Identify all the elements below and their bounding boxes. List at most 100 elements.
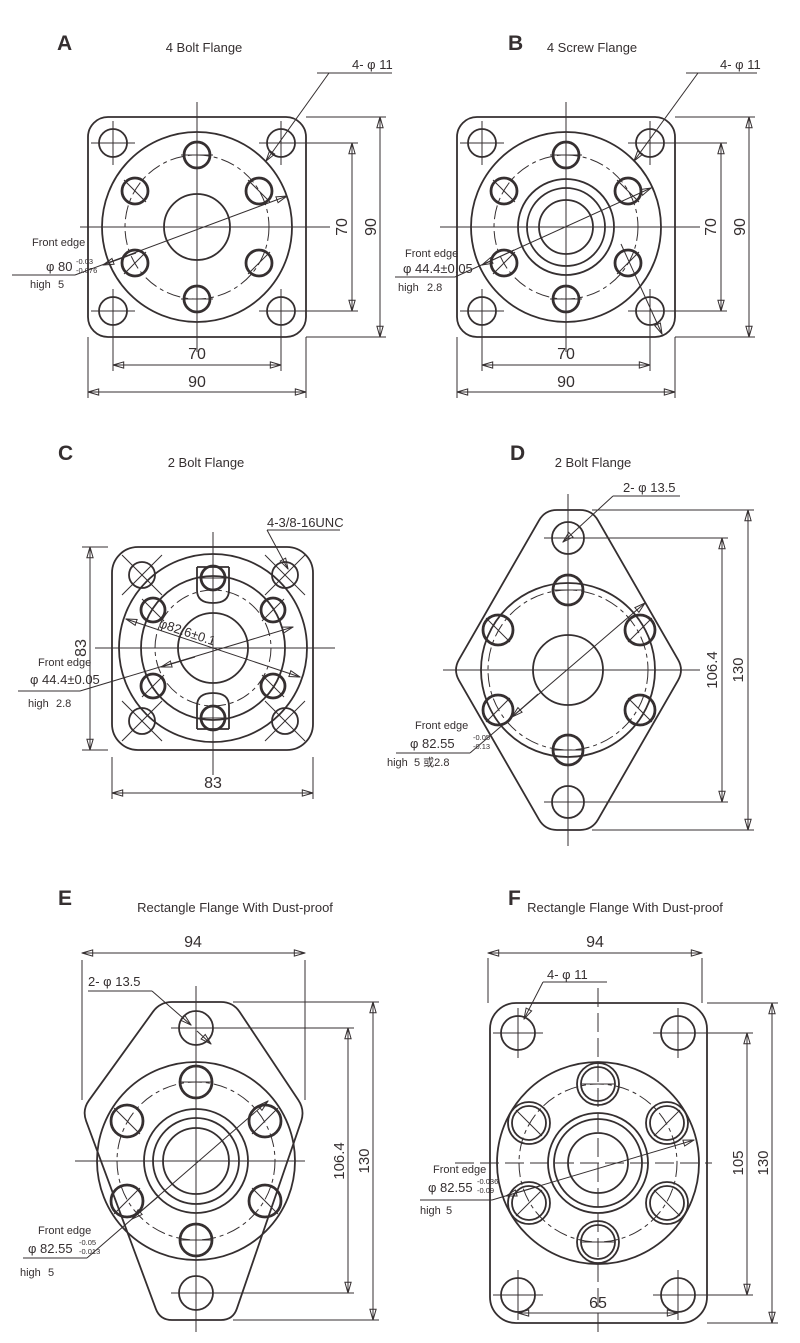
front-edge-label: Front edge [32, 237, 85, 249]
hole-callout: 4- φ 11 [352, 57, 393, 72]
dim-130-vertical: 130 [730, 657, 747, 682]
dust-proof-holes [507, 1062, 689, 1264]
hole-ticks [485, 589, 653, 751]
panel-letter: A [57, 32, 72, 55]
tolerance-lower: -0.013 [79, 1247, 100, 1256]
high-label: high [30, 279, 51, 291]
panel-title: 4 Screw Flange [547, 40, 637, 55]
panel-title: 2 Bolt Flange [555, 455, 632, 470]
dimension-lines [488, 953, 778, 1323]
dimension-lines [457, 117, 755, 398]
pilot-circle [96, 1061, 296, 1261]
front-edge-label: Front edge [415, 720, 468, 732]
high-value: 5 [48, 1267, 54, 1279]
panel-e: E Rectangle Flange With Dust-proof 94 2-… [20, 887, 379, 1332]
outer-circle [118, 553, 308, 743]
pilot-circle [101, 131, 293, 323]
high-value: 2.8 [56, 698, 71, 710]
pilot-circle [496, 1061, 700, 1265]
hole-callout: 2- φ 13.5 [88, 974, 141, 989]
high-label: high [398, 282, 419, 294]
tolerance-lower: -0.13 [473, 742, 490, 751]
center-bore [532, 634, 604, 706]
dim-130-vertical: 130 [356, 1148, 373, 1173]
flange-outline [111, 546, 314, 751]
threaded-hole-x-marks [121, 554, 306, 742]
dimension-lines [584, 510, 754, 830]
dim-70-vertical: 70 [703, 218, 720, 236]
thread-callout: 4-3/8-16UNC [267, 515, 344, 530]
dim-106-vertical: 106.4 [704, 651, 721, 689]
panel-letter: C [58, 442, 73, 465]
panel-a: A 4 Bolt Flange 4- φ 11 Front edge φ 80 … [12, 32, 393, 398]
high-value: 2.8 [427, 282, 442, 294]
flange-outline [489, 1002, 708, 1324]
flange-outline [83, 1001, 304, 1321]
panel-title: Rectangle Flange With Dust-proof [527, 900, 723, 915]
dim-105-vertical: 105 [730, 1150, 747, 1175]
center-bore [162, 1127, 230, 1195]
panel-title: Rectangle Flange With Dust-proof [137, 900, 333, 915]
tolerance-lower: -0.076 [76, 266, 97, 275]
hole-callout: 2- φ 13.5 [623, 480, 676, 495]
diameter-label: φ 82.55 [410, 736, 455, 751]
pilot-circle [470, 131, 662, 323]
high-value: 5 或2.8 [414, 756, 449, 769]
dim-90-horizontal: 90 [557, 374, 575, 391]
boss-ring-mid [526, 187, 606, 267]
panel-d: D 2 Bolt Flange 2- φ 13.5 Front edge φ 8… [387, 442, 754, 846]
hole-callout: 4- φ 11 [720, 57, 761, 72]
dim-90-vertical: 90 [732, 218, 749, 236]
panel-letter: D [510, 442, 525, 465]
center-bore [163, 193, 231, 261]
diameter-label: φ 44.4±0.05 [30, 672, 100, 687]
mounting-hole-crosshairs [171, 1003, 221, 1318]
hole-ticks [123, 154, 271, 300]
dim-70-horizontal: 70 [188, 346, 206, 363]
boss-ring-mid [553, 1118, 643, 1208]
dim-90-horizontal: 90 [188, 374, 206, 391]
hole-callout: 4- φ 11 [547, 967, 588, 982]
leader-lines [395, 72, 757, 334]
panel-f: F Rectangle Flange With Dust-proof 94 4-… [420, 887, 778, 1336]
hole-pockets [196, 566, 230, 730]
dimension-lines [82, 547, 313, 799]
center-bore [538, 199, 594, 255]
dim-90-vertical: 90 [363, 218, 380, 236]
hole-ticks [515, 1083, 681, 1243]
hole-ticks [113, 1081, 279, 1241]
dim-83-vertical: 83 [73, 639, 90, 657]
diameter-label: φ 82.55 [428, 1180, 473, 1195]
leader-lines [23, 990, 268, 1259]
dim-70-horizontal: 70 [557, 346, 575, 363]
dim-130-vertical: 130 [755, 1150, 772, 1175]
boss-ring-outer [517, 178, 615, 276]
front-edge-label: Front edge [38, 1225, 91, 1237]
diameter-label: φ 44.4±0.05 [403, 261, 473, 276]
tolerance-upper: -0.05 [473, 733, 490, 742]
high-value: 5 [446, 1205, 452, 1217]
dimension-lines [82, 953, 379, 1320]
panel-letter: E [58, 887, 72, 910]
high-label: high [20, 1267, 41, 1279]
diameter-label: φ 82.55 [28, 1241, 73, 1256]
threaded-corner-holes [128, 561, 299, 735]
hole-ticks [492, 154, 640, 300]
mounting-hole-crosshairs [460, 121, 672, 333]
panel-letter: F [508, 887, 521, 910]
boss-ring-mid [152, 1117, 240, 1205]
centerlines [455, 988, 712, 1336]
panel-letter: B [508, 32, 523, 55]
leader-lines [12, 72, 392, 276]
tolerance-upper: -0.03 [76, 257, 93, 266]
flange-outline [456, 116, 676, 338]
leader-lines [18, 529, 340, 692]
hole-ticks [141, 577, 285, 719]
front-edge-label: Front edge [405, 248, 458, 260]
flange-outline [87, 116, 307, 338]
bolt-circle-label: φ82.6±0.1 [157, 616, 218, 649]
front-edge-label: Front edge [433, 1164, 486, 1176]
leader-lines [396, 495, 680, 754]
